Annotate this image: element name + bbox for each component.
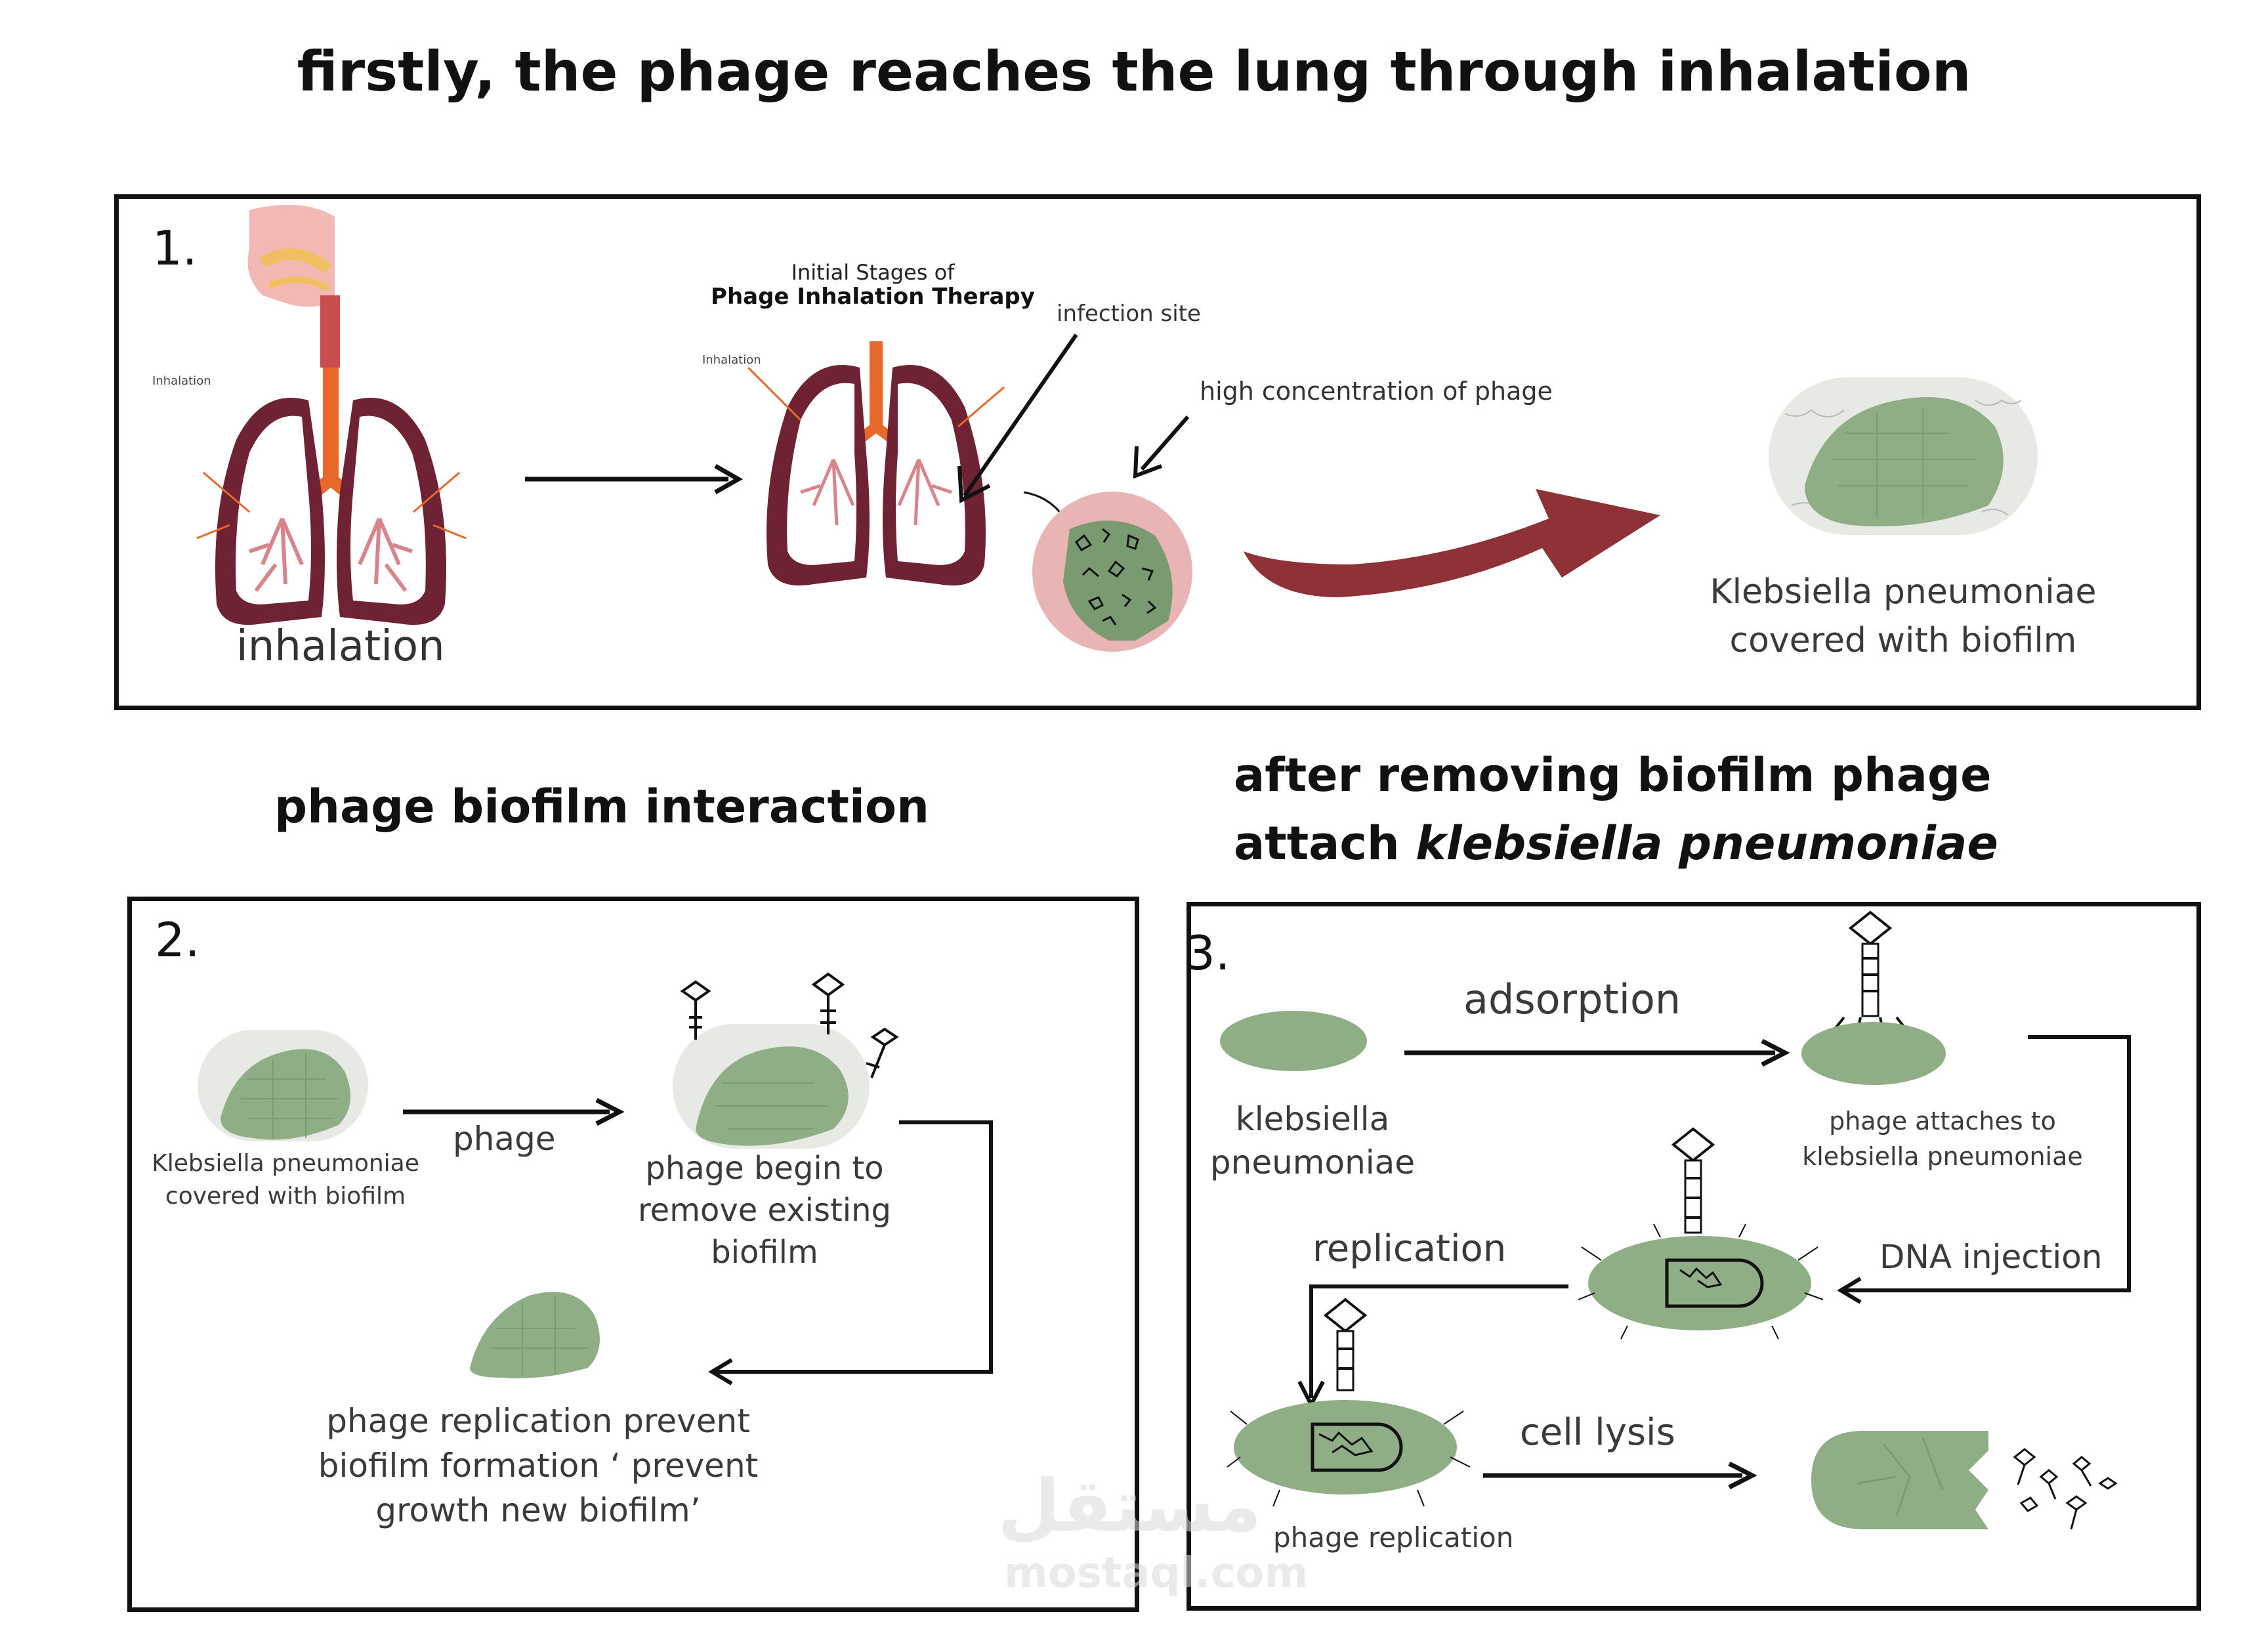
infection-site-label: infection site [1057,301,1201,327]
p3-kp-line2: pneumoniae [1209,1143,1416,1181]
bacterium-icon [1220,1011,1367,1071]
section-3-title-line2: attach klebsiella pneumoniae [1234,816,1998,870]
prevent-line3: growth new biofilm’ [375,1491,701,1529]
diagram-title-line1: Initial Stages of [791,260,955,285]
inhalation-small-label-mid: Inhalation [702,353,761,367]
phage-attacking-biofilm-icon [673,972,899,1149]
lungs-infection-icon [747,341,1005,585]
attach-line2: klebsiella pneumoniae [1802,1142,2083,1171]
arrow-right-icon [403,1097,625,1126]
remove-biofilm-line2: remove existing [637,1192,891,1229]
phage-attached-bacterium-icon [1801,910,1946,1085]
infection-site-zoom-icon [1032,492,1192,652]
attach-line1: phage attaches to [1829,1107,2056,1135]
watermark-url: mostaql.com [1004,1549,1309,1598]
dna-injection-bacterium-icon [1578,1127,1824,1340]
main-title: firstly, the phage reaches the lung thro… [297,39,1971,104]
elbow-arrow-icon [1837,1035,2131,1304]
section-3-title-line1: after removing biofilm phage [1234,748,1992,802]
curved-arrow-right-icon [1244,489,1660,597]
biofilm-bacteria-icon [1769,377,2038,535]
cell-lysis-label: cell lysis [1520,1411,1675,1454]
prevent-line1: phage replication prevent [326,1402,750,1440]
remove-biofilm-line1: phage begin to [645,1150,884,1187]
lysed-bacterium-icon [1811,1431,2118,1530]
lungs-with-airway-icon [196,205,467,625]
panel-1-inhalation [114,194,2201,710]
panel-3-phage-lifecycle [1186,902,2201,1611]
panel-2-number: 2. [155,912,200,967]
watermark-logo: مستقل [998,1464,1262,1548]
section-3-title-plain: attach [1234,816,1416,870]
phage-label: phage [453,1120,556,1158]
arrow-right-icon [1483,1461,1757,1490]
biofilm-bacteria-icon-small [198,1030,368,1141]
kp-biofilm-label-line1: Klebsiella pneumoniae [1710,572,2097,612]
kp-biofilm-label-line2: covered with biofilm [1729,621,2077,660]
panel-1-number: 1. [152,221,198,276]
phage-replication-bacterium-icon [1227,1298,1471,1507]
adsorption-label: adsorption [1463,975,1681,1023]
section-3-title-italic: klebsiella pneumoniae [1416,816,1998,870]
phage-replication-label: phage replication [1273,1521,1514,1554]
diagram-title-line2: Phage Inhalation Therapy [711,284,1035,310]
prevent-line2: biofilm formation ‘ prevent [318,1447,759,1485]
inhalation-small-label-left: Inhalation [152,374,211,388]
p2-kp-label-line1: Klebsiella pneumoniae [152,1150,419,1177]
dna-injection-label: DNA injection [1880,1238,2103,1276]
panel-3-number: 3. [1185,925,1230,981]
high-concentration-label: high concentration of phage [1200,377,1553,406]
pointer-arrows-icon [957,333,1190,548]
elbow-arrow-icon [708,1120,993,1386]
small-biofilm-icon [470,1292,600,1378]
panel-2-biofilm-interaction [127,897,1139,1612]
replication-label: replication [1312,1227,1507,1270]
arrow-right-icon [525,463,744,495]
inhalation-label: inhalation [236,622,445,671]
p3-kp-line1: klebsiella [1235,1100,1390,1138]
p2-kp-label-line2: covered with biofilm [165,1183,406,1210]
remove-biofilm-line3: biofilm [711,1234,818,1271]
arrow-right-icon [1404,1038,1790,1067]
section-2-title: phage biofilm interaction [274,780,929,834]
